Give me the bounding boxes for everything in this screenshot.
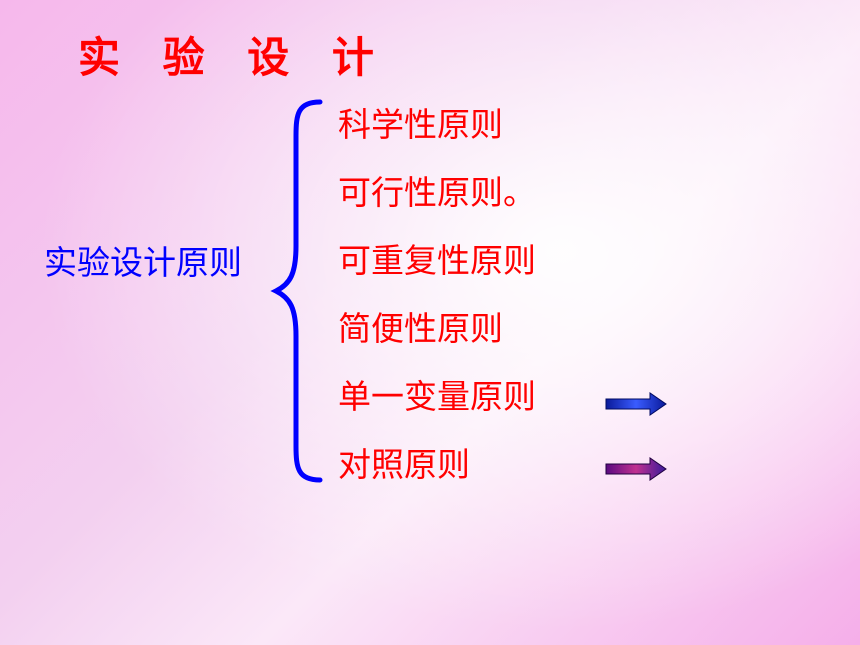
arrow-right-icon[interactable] bbox=[604, 456, 668, 482]
principle-item: 可行性原则。 bbox=[338, 173, 536, 212]
slide-title: 实 验 设 计 bbox=[78, 33, 388, 82]
principle-item: 简便性原则 bbox=[338, 309, 503, 348]
arrow-right-icon[interactable] bbox=[604, 391, 668, 417]
left-brace-icon bbox=[270, 99, 323, 483]
left-label: 实验设计原则 bbox=[44, 243, 242, 282]
principle-item: 可重复性原则 bbox=[338, 241, 536, 280]
principle-list: 科学性原则 可行性原则。 可重复性原则 简便性原则 单一变量原则 对照原则 bbox=[338, 100, 536, 508]
principle-item: 单一变量原则 bbox=[338, 377, 536, 416]
principle-item: 对照原则 bbox=[338, 445, 470, 484]
principle-item: 科学性原则 bbox=[338, 105, 503, 144]
